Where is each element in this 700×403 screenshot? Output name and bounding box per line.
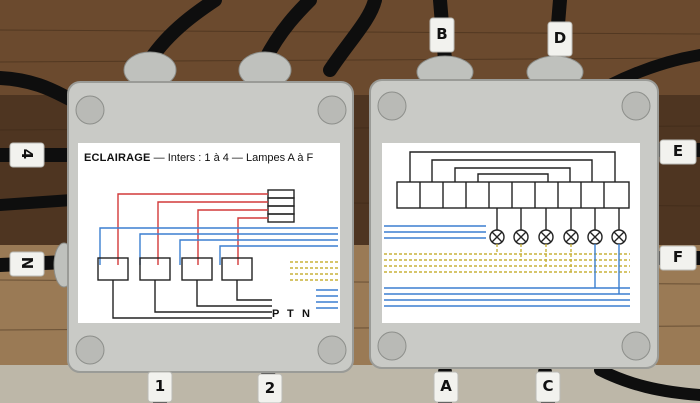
cable-tag-b: B [436, 25, 448, 43]
cable-tag-sleeves [9, 17, 697, 403]
cable-tag-2: 2 [264, 379, 276, 397]
left-wiring-diagram [97, 189, 338, 319]
cable-tag-a: A [440, 377, 452, 395]
left-junction-box [67, 81, 354, 373]
label-subtitle: — Inters : 1 à 4 — Lampes A à F [153, 152, 314, 164]
cable-tag-e: E [672, 142, 684, 160]
right-junction-box [369, 79, 659, 369]
terminal-n: N [302, 308, 310, 320]
left-wiring-label [78, 143, 340, 323]
terminal-p: P [272, 308, 280, 320]
cable-tag-n: N [18, 256, 36, 270]
label-title: ECLAIRAGE [84, 152, 151, 164]
cable-tag-1: 1 [154, 377, 166, 395]
cable-tag-4: 4 [18, 148, 36, 160]
label-title-line: ECLAIRAGE — Inters : 1 à 4 — Lampes A à … [84, 152, 313, 164]
right-wiring-diagram [384, 151, 630, 307]
cable-tag-f: F [672, 248, 684, 266]
cable-tag-c: C [542, 377, 554, 395]
terminal-t: T [287, 308, 294, 320]
cable-tag-d: D [553, 29, 567, 47]
right-wiring-label [382, 143, 640, 323]
